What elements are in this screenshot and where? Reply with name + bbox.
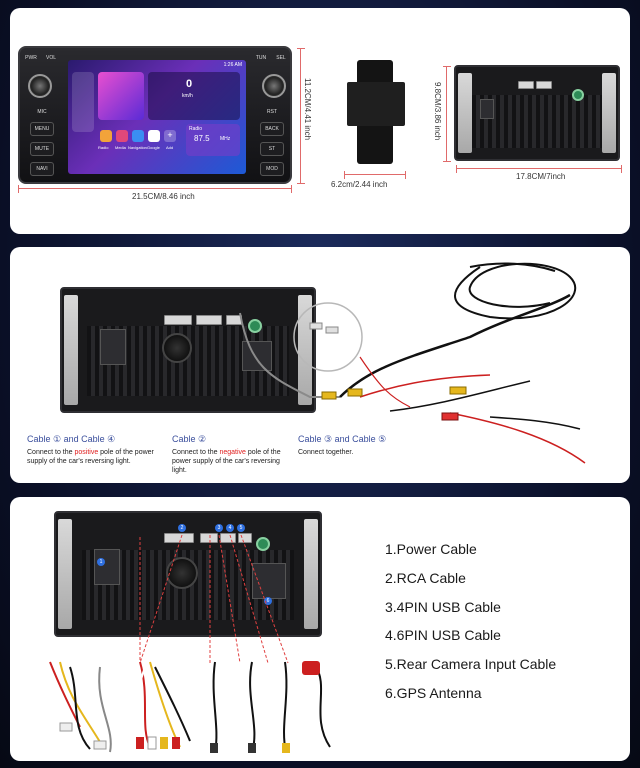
navigation-app-icon <box>132 130 144 142</box>
menu-button: MENU <box>30 122 54 136</box>
back-height-label: 9.8CM/3.86 inch <box>433 82 442 141</box>
head-unit-back-wiring <box>60 287 316 413</box>
head-unit-back <box>454 65 620 161</box>
pwr-label: PWR <box>25 55 37 61</box>
wiring-note-2-title: Cable ② <box>172 434 207 444</box>
cables-panel: 1 2 3 4 5 6 <box>10 497 630 761</box>
back-width-line <box>456 165 622 173</box>
side-depth-line <box>344 171 406 179</box>
head-unit-front: PWR VOL MIC MENU MUTE NAVI TUN SEL RST B… <box>18 46 292 184</box>
front-height-label: 11.2CM/4.41 inch <box>303 78 312 141</box>
back-width-label: 17.8CM/7inch <box>516 172 566 181</box>
rst-label: RST <box>267 109 277 115</box>
front-width-label: 21.5CM/8.46 inch <box>132 192 195 201</box>
radio-widget <box>186 124 240 156</box>
add-app-icon: + <box>164 130 176 142</box>
side-depth-label: 6.2cm/2.44 inch <box>331 180 388 189</box>
back-button: BACK <box>260 122 284 136</box>
volume-knob <box>28 74 52 98</box>
wiring-note-1-title: Cable ① and Cable ④ <box>27 434 116 444</box>
side-widget <box>72 72 94 132</box>
vol-label: VOL <box>45 55 56 61</box>
wiring-note-3-title: Cable ③ and Cable ⑤ <box>298 434 387 444</box>
radio-label: Radio <box>189 126 203 132</box>
app-label-media: Media <box>115 145 126 150</box>
mod-button: MOD <box>260 162 284 176</box>
tune-knob <box>262 74 286 98</box>
app-label-radio: Radio <box>98 145 109 150</box>
cable-harness-illustrations <box>49 661 331 753</box>
radio-frequency: 87.5 <box>194 134 210 143</box>
media-app-icon <box>116 130 128 142</box>
speed-widget <box>148 72 240 120</box>
radio-unit: MHz <box>220 136 231 142</box>
back-height-line <box>443 66 451 162</box>
badge-rca-cable: 2 <box>178 524 186 532</box>
app-label-add: Add <box>166 145 174 150</box>
cable-list-item-4: 4.6PIN USB Cable <box>385 627 501 644</box>
badge-gps-antenna: 6 <box>264 597 272 605</box>
cable-list: 1.Power Cable 2.RCA Cable 3.4PIN USB Cab… <box>385 535 556 708</box>
front-width-line <box>18 185 292 193</box>
badge-4pin-usb: 3 <box>215 524 223 532</box>
dimensions-panel: PWR VOL MIC MENU MUTE NAVI TUN SEL RST B… <box>10 8 630 234</box>
badge-power-cable: 1 <box>97 558 105 566</box>
cable-list-item-2: 2.RCA Cable <box>385 569 466 586</box>
wiring-cables <box>239 262 586 464</box>
badge-camera-cable: 5 <box>237 524 245 532</box>
cable-list-item-6: 6.GPS Antenna <box>385 684 482 701</box>
mic-label: MIC <box>37 109 47 115</box>
wiring-note-3: Cable ③ and Cable ⑤ Connect together. <box>298 435 428 457</box>
cable-list-item-1: 1.Power Cable <box>385 541 477 557</box>
status-time: 1:26 AM <box>223 62 242 68</box>
speed-unit: km/h <box>182 93 193 99</box>
music-widget <box>98 72 144 120</box>
speed-value: 0 <box>186 78 193 90</box>
cable-list-item-3: 3.4PIN USB Cable <box>385 598 501 615</box>
wiring-panel: Cable ① and Cable ④ Connect to the posit… <box>10 247 630 483</box>
tun-label: TUN <box>255 55 267 61</box>
badge-6pin-usb: 4 <box>226 524 234 532</box>
head-unit-side-profile <box>345 52 407 170</box>
app-label-navigation: Navigation <box>128 145 147 150</box>
wiring-note-2: Cable ② Connect to the negative pole of … <box>172 435 296 475</box>
sel-label: SEL <box>276 55 286 61</box>
mute-button: MUTE <box>30 142 54 156</box>
navi-button: NAVI <box>30 162 54 176</box>
st-button: ST <box>260 142 284 156</box>
google-app-icon <box>148 130 160 142</box>
cable-pointer-lines <box>139 534 289 664</box>
wiring-note-1: Cable ① and Cable ④ Connect to the posit… <box>27 435 169 466</box>
head-unit-screen: 1:26 AM 0 km/h Radio 87.5 MHz + Radio Me… <box>68 60 246 174</box>
app-label-google: Google <box>147 145 160 150</box>
front-height-line <box>297 48 305 184</box>
head-unit-back-cables <box>54 511 322 637</box>
radio-app-icon <box>100 130 112 142</box>
cable-list-item-5: 5.Rear Camera Input Cable <box>385 656 557 673</box>
